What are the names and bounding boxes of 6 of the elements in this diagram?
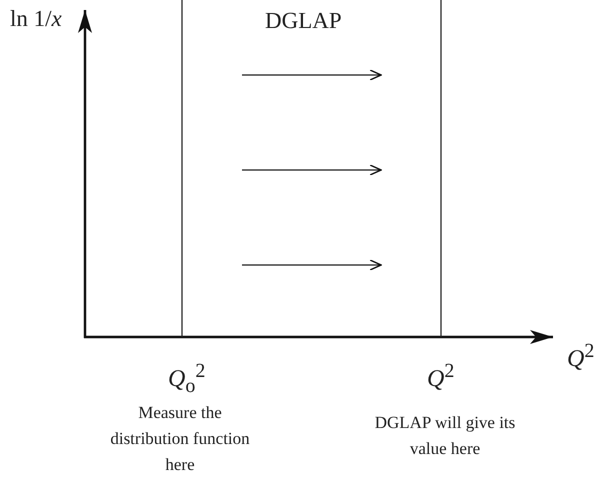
tick-label: Q$^{2}$ <box>427 360 454 393</box>
note-text: DGLAP will give its value here <box>374 412 516 460</box>
axis-label: ln 1/x <box>10 6 62 32</box>
axis-label: Q$^{2}$ <box>567 340 594 373</box>
process-label: DGLAP <box>265 8 342 34</box>
note-text: Measure the distribution function here <box>109 402 251 476</box>
